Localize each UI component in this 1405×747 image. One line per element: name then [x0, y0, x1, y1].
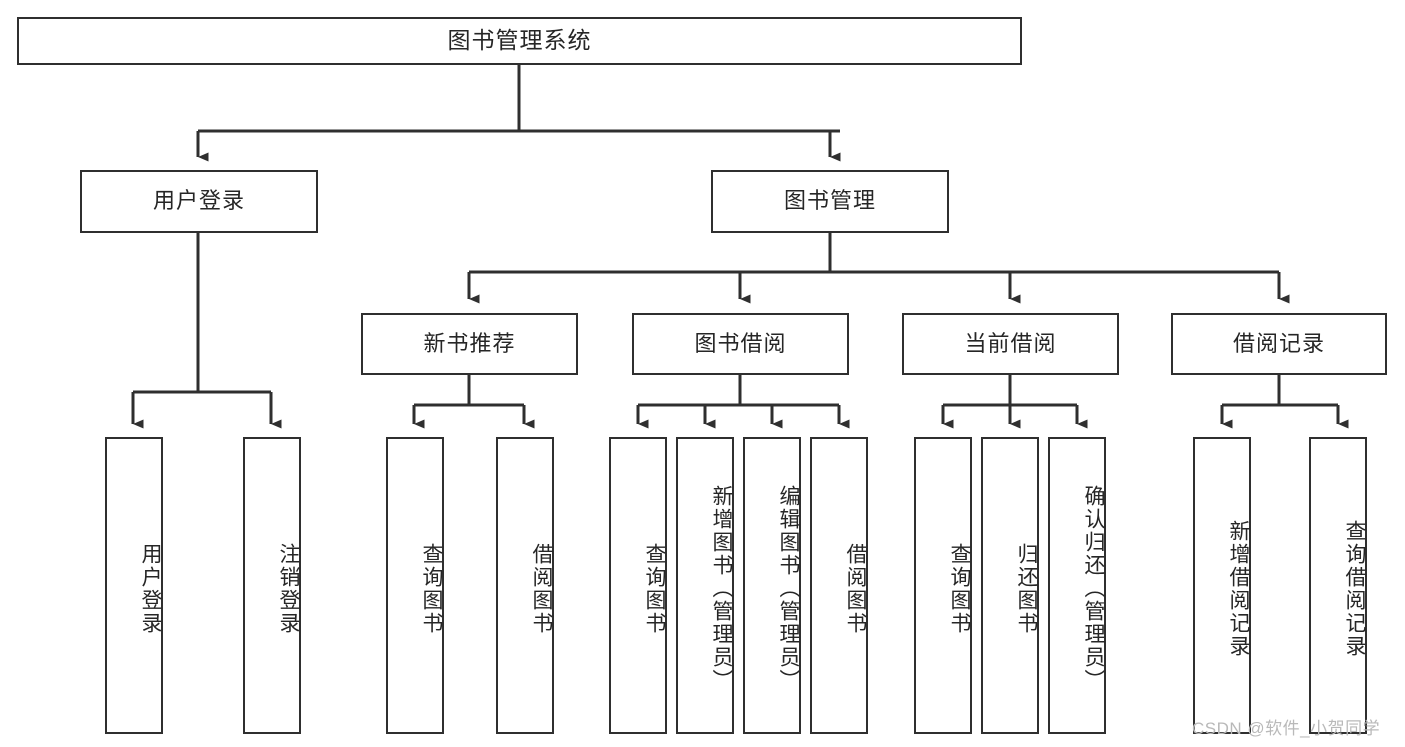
node-current-borrow[interactable]: 当前借阅 — [902, 313, 1119, 375]
node-label: 归还图书 — [1015, 542, 1038, 635]
leaf-confirm-return-admin[interactable]: 确认归还（管理员） — [1048, 437, 1106, 734]
node-borrow-record[interactable]: 借阅记录 — [1171, 313, 1387, 375]
node-label: 查询图书 — [420, 542, 443, 635]
node-label: 图书借阅 — [694, 330, 787, 356]
node-label: 当前借阅 — [964, 330, 1057, 356]
node-label: 查询图书 — [643, 542, 666, 635]
node-label: 借阅图书 — [530, 542, 553, 635]
node-label: 新增借阅记录 — [1227, 519, 1250, 658]
node-label: 注销登录 — [277, 542, 300, 635]
node-label: 确认归还（管理员） — [1082, 485, 1105, 692]
node-label: 图书管理系统 — [447, 27, 592, 54]
leaf-return-book[interactable]: 归还图书 — [981, 437, 1039, 734]
node-label: 查询借阅记录 — [1343, 519, 1366, 658]
leaf-logout[interactable]: 注销登录 — [243, 437, 301, 734]
node-label: 用户登录 — [152, 188, 245, 214]
leaf-edit-book-admin[interactable]: 编辑图书（管理员） — [743, 437, 801, 734]
leaf-query-borrow-record[interactable]: 查询借阅记录 — [1309, 437, 1367, 734]
leaf-user-login[interactable]: 用户登录 — [105, 437, 163, 734]
leaf-borrow-book[interactable]: 借阅图书 — [810, 437, 868, 734]
csdn-watermark: CSDN @软件_小贺同学 — [1192, 719, 1381, 738]
node-label: 借阅图书 — [844, 542, 867, 635]
node-label: 新书推荐 — [423, 330, 516, 356]
node-book-management[interactable]: 图书管理 — [711, 170, 949, 233]
leaf-query-book-recommend[interactable]: 查询图书 — [386, 437, 444, 734]
leaf-query-book-current[interactable]: 查询图书 — [914, 437, 972, 734]
leaf-borrow-book-recommend[interactable]: 借阅图书 — [496, 437, 554, 734]
node-label: 新增图书（管理员） — [710, 485, 733, 692]
node-book-borrow[interactable]: 图书借阅 — [632, 313, 849, 375]
node-label: 查询图书 — [948, 542, 971, 635]
node-new-book-recommend[interactable]: 新书推荐 — [361, 313, 578, 375]
node-label: 图书管理 — [783, 188, 876, 214]
leaf-add-book-admin[interactable]: 新增图书（管理员） — [676, 437, 734, 734]
node-root-system[interactable]: 图书管理系统 — [17, 17, 1022, 65]
node-label: 借阅记录 — [1232, 330, 1325, 356]
leaf-add-borrow-record[interactable]: 新增借阅记录 — [1193, 437, 1251, 734]
node-label: 用户登录 — [139, 542, 162, 635]
leaf-query-book-borrow[interactable]: 查询图书 — [609, 437, 667, 734]
node-label: 编辑图书（管理员） — [777, 485, 800, 692]
node-user-login[interactable]: 用户登录 — [80, 170, 318, 233]
